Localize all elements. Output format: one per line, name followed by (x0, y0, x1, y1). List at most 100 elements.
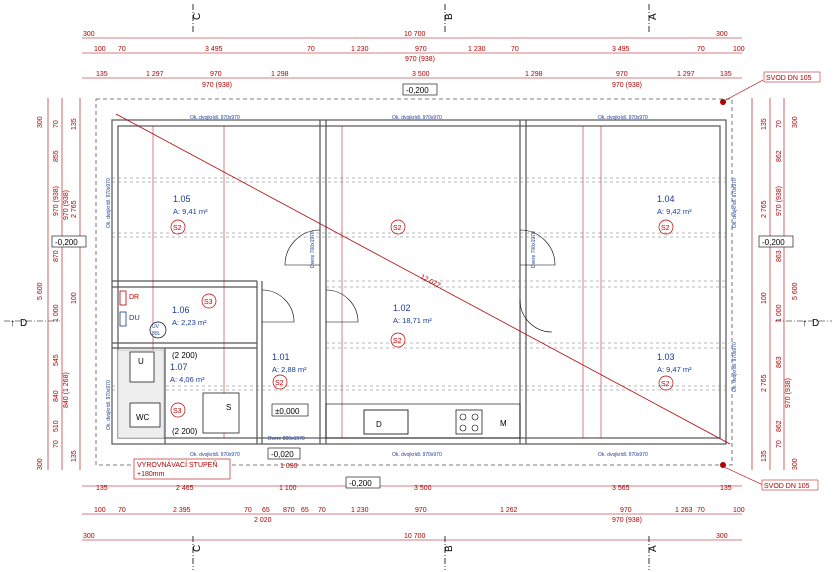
svg-text:840: 840 (53, 390, 60, 402)
svg-text:135: 135 (96, 71, 108, 78)
svg-text:1 298: 1 298 (525, 71, 543, 78)
bottom-dimensions (82, 485, 742, 541)
svg-text:70: 70 (318, 507, 326, 514)
svg-text:970 (938): 970 (938) (405, 56, 435, 63)
room-1-01: 1.01 A: 2,88 m² S2 (272, 352, 307, 390)
plinth-outline (95, 98, 733, 466)
svod-leader-top (721, 79, 764, 103)
svg-text:100: 100 (94, 46, 106, 53)
boiler-capacity: 80L (152, 331, 161, 337)
step-note: VYROVNÁVACÍ STUPEŇ +180mm 1 090 (133, 458, 298, 480)
kitchen-fixtures: D M (325, 403, 521, 439)
arrow-up-icon: ↑ (10, 318, 15, 329)
svg-text:970: 970 (415, 507, 427, 514)
svg-text:863: 863 (776, 356, 783, 368)
svg-text:1.06: 1.06 (172, 305, 190, 315)
svg-text:1 000: 1 000 (776, 304, 783, 322)
section-b-bottom: B (444, 545, 455, 552)
svg-text:300: 300 (792, 116, 799, 128)
svg-text:Ok. dvojkrídl. 970x970: Ok. dvojkrídl. 970x970 (598, 115, 648, 121)
svg-text:100: 100 (761, 292, 768, 304)
svg-text:70: 70 (307, 46, 315, 53)
svg-text:970 (938): 970 (938) (785, 378, 792, 408)
svod-leader-bottom (721, 465, 764, 486)
svg-text:VYROVNÁVACÍ STUPEŇ: VYROVNÁVACÍ STUPEŇ (137, 460, 217, 469)
section-a-top: A (648, 13, 659, 20)
dryer-icon (119, 290, 127, 306)
top-dimensions (82, 37, 742, 79)
diagonal-dimension-line (115, 113, 731, 445)
svod-label-bottom: SVOD DN 105 (764, 483, 810, 490)
room-1-04: 1.04 A: 9,42 m² S2 S2 (390, 194, 692, 235)
dim-bottom-row1: 135 2 465 1 100 3 500 3 565 135 (96, 485, 732, 492)
svg-text:70: 70 (53, 120, 60, 128)
dim-left-overall: 5 600 (37, 282, 44, 300)
dim-left-outer: 300 70 855 970 (938) 870 1 000 545 840 5… (37, 116, 60, 470)
svg-text:1 298: 1 298 (271, 71, 289, 78)
microwave-label: M (500, 419, 507, 428)
dim-top-row2: 300 100 70 3 495 70 1 230 970 1 230 70 3… (83, 31, 745, 63)
svg-text:70: 70 (697, 507, 705, 514)
level-bottom-left: -0,020 (271, 450, 294, 459)
svg-text:A: 9,42 m²: A: 9,42 m² (657, 207, 692, 216)
svg-text:S3: S3 (204, 299, 213, 306)
svg-text:S2: S2 (393, 338, 402, 345)
height-label: (2 200) (172, 351, 198, 360)
arrow-up-icon: ↑ (802, 318, 807, 329)
svg-text:100: 100 (71, 292, 78, 304)
svg-text:Ok. dvojkrídl. 970x970: Ok. dvojkrídl. 970x970 (106, 178, 112, 228)
svg-text:Ok. dvojkrídl. 970x970: Ok. dvojkrídl. 970x970 (732, 342, 738, 392)
dim-right-overall: 5 600 (792, 282, 799, 300)
interior-dimension-lines (152, 126, 602, 438)
svg-text:862: 862 (776, 420, 783, 432)
wc-icon (129, 402, 161, 428)
dim-top-row3: 135 1 297 970 1 298 3 500 1 298 970 1 29… (96, 71, 732, 89)
svod-label-top-box (763, 71, 821, 83)
svg-text:A: 4,06 m²: A: 4,06 m² (170, 375, 205, 384)
section-b-top: B (444, 13, 455, 20)
svg-text:3 495: 3 495 (205, 46, 223, 53)
svg-text:300: 300 (716, 533, 728, 540)
svg-text:70: 70 (118, 507, 126, 514)
section-markers-side: D D ↑ ↑ (4, 318, 832, 329)
svg-text:1 230: 1 230 (351, 507, 369, 514)
svg-text:970: 970 (620, 507, 632, 514)
svg-text:1 100: 1 100 (279, 485, 297, 492)
section-c-top: C (192, 13, 203, 20)
svg-text:A: 9,47 m²: A: 9,47 m² (657, 365, 692, 374)
svg-text:3 500: 3 500 (412, 71, 430, 78)
svg-text:70: 70 (776, 120, 783, 128)
section-d-right: D (812, 318, 819, 329)
svg-text:A: 2,88 m²: A: 2,88 m² (272, 365, 307, 374)
svg-text:870: 870 (283, 507, 295, 514)
svg-text:970 (938): 970 (938) (53, 186, 60, 216)
sink-icon (363, 409, 409, 435)
svg-text:970: 970 (210, 71, 222, 78)
svod-label-top: SVOD DN 105 (766, 75, 812, 82)
svg-text:1 297: 1 297 (146, 71, 164, 78)
svg-text:Ok. dvojkrídl. 970x970: Ok. dvojkrídl. 970x970 (106, 380, 112, 430)
svg-text:70: 70 (511, 46, 519, 53)
level-floor: ±0,000 (275, 407, 300, 416)
svg-text:135: 135 (71, 118, 78, 130)
section-d-left: D (20, 318, 27, 329)
svg-text:70: 70 (53, 440, 60, 448)
svg-text:2 020: 2 020 (254, 517, 272, 524)
svg-text:300: 300 (37, 458, 44, 470)
svg-text:135: 135 (761, 118, 768, 130)
svg-text:2 765: 2 765 (71, 200, 78, 218)
svg-text:1 297: 1 297 (677, 71, 695, 78)
level-bottom-mid: -0,200 (349, 479, 372, 488)
diagonal-dimension: 12 077 (419, 274, 441, 290)
svg-text:545: 545 (53, 354, 60, 366)
du-icon (119, 311, 127, 327)
svg-text:300: 300 (792, 458, 799, 470)
right-dimensions (751, 98, 785, 470)
doors (204, 229, 556, 428)
du-label: DU (129, 313, 140, 322)
svg-text:S3: S3 (173, 408, 182, 415)
section-markers-top: C B A (192, 4, 659, 34)
svod-label-bottom-box (761, 479, 819, 491)
level-markers: -0,200 -0,200 -0,200 -0,020 -0,200 ±0,00… (51, 83, 794, 489)
